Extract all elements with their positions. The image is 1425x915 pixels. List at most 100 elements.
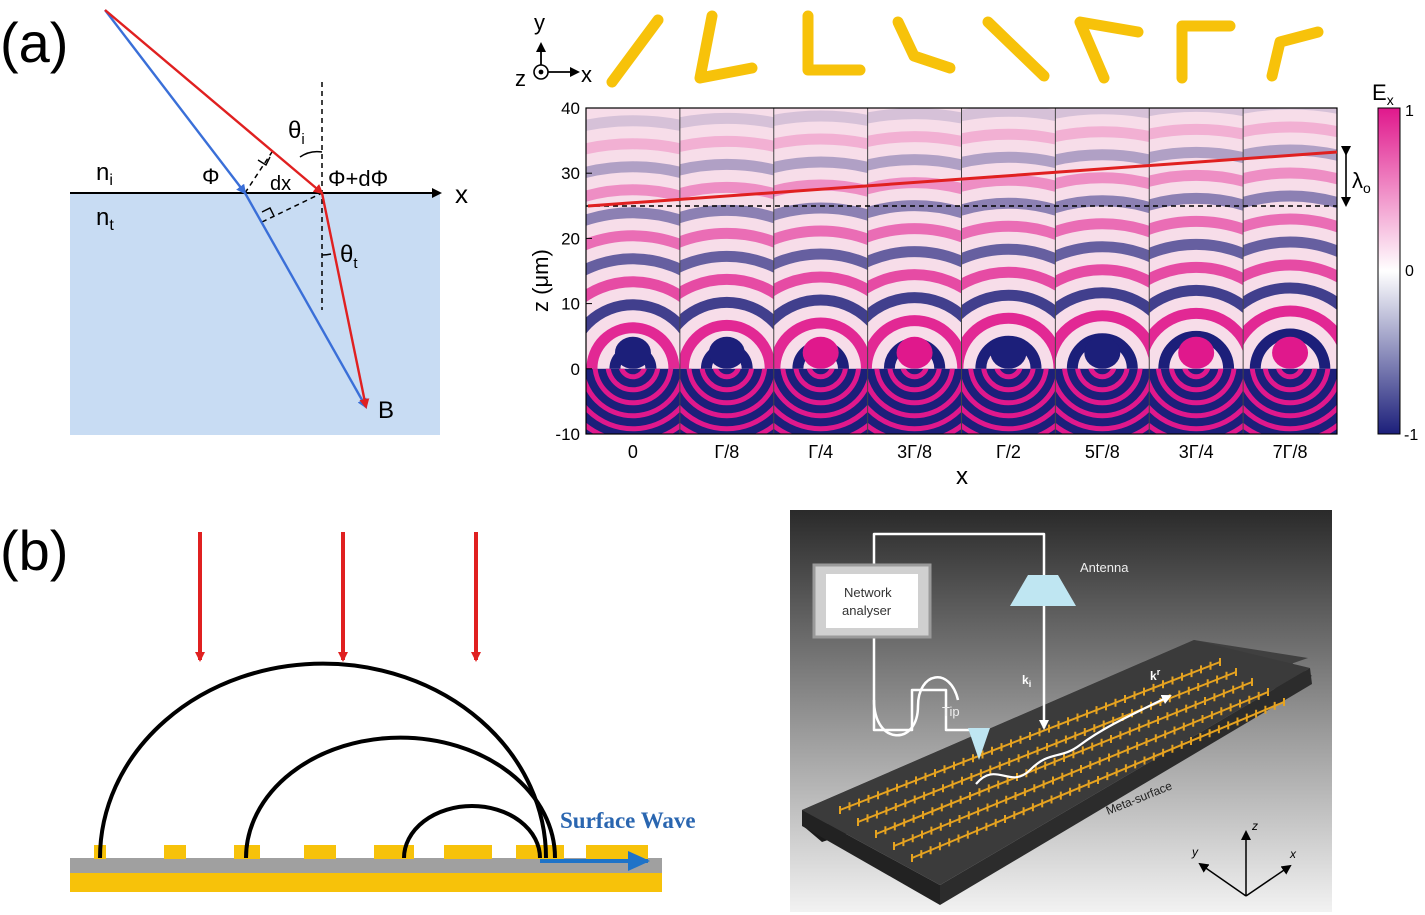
probe-tip xyxy=(968,728,990,760)
colorbar: Ex 1 0 -1 xyxy=(1372,80,1418,444)
antenna-label: Antenna xyxy=(1080,560,1129,575)
theta-i-label: θi xyxy=(288,117,305,148)
theta-t-arc xyxy=(321,253,332,256)
phi-dphi-label: Φ+dΦ xyxy=(328,166,388,191)
axes-triad: y z x xyxy=(515,10,592,91)
substrate-field-cell-2 xyxy=(679,368,774,434)
triad-x-label: x xyxy=(581,62,592,87)
substrate-field-cell-4 xyxy=(867,368,962,434)
phase-front-red-line xyxy=(587,150,1338,208)
x-tick-label: 3Γ/8 xyxy=(897,442,932,462)
substrate-field-cell-6 xyxy=(1055,368,1150,434)
substrate-field-cell-8 xyxy=(1243,368,1337,434)
network-analyser-label-1: Network xyxy=(844,585,892,600)
theta-i-arc xyxy=(299,150,323,158)
field-cell-5 xyxy=(961,108,1056,369)
arc-medium xyxy=(244,735,557,859)
x-tick-label: 5Γ/8 xyxy=(1085,442,1120,462)
h-antenna-ticks xyxy=(839,658,1285,862)
transmitted-ray-blue xyxy=(243,192,368,409)
colorbar-tick-top: 1 xyxy=(1405,103,1414,120)
horn-antenna xyxy=(1010,575,1076,606)
v-antenna-2 xyxy=(694,10,758,84)
v-antenna-row xyxy=(606,10,1324,88)
x-tick-label: 7Γ/8 xyxy=(1273,442,1308,462)
setup-y-label: y xyxy=(1191,845,1199,859)
point-b-label: B xyxy=(378,397,394,424)
substrate-field-cell-1 xyxy=(586,368,680,434)
colorbar-tick-mid: 0 xyxy=(1405,263,1414,280)
dielectric-layer xyxy=(70,858,662,873)
v-antenna-3 xyxy=(802,10,866,76)
setup-x-label: x xyxy=(1289,847,1297,861)
surface-wave-trace xyxy=(975,694,1172,785)
field-cell-1 xyxy=(586,115,680,369)
arc-large xyxy=(98,661,548,859)
y-tick-label: 0 xyxy=(571,360,580,379)
y-tick-label: 20 xyxy=(561,229,580,248)
metasurface-board-front xyxy=(802,810,940,905)
transmitted-ray-red xyxy=(320,192,370,409)
field-cell-6 xyxy=(1055,108,1150,369)
right-angle-mark-1 xyxy=(257,156,271,167)
panel-a-label: (a) xyxy=(0,11,68,74)
y-tick-label: 30 xyxy=(561,164,580,183)
phi-label: Φ xyxy=(202,164,220,189)
colorbar-tick-bottom: -1 xyxy=(1404,427,1418,444)
incident-ray-blue xyxy=(104,9,247,195)
triad-y-label: y xyxy=(534,10,545,35)
setup-y-axis xyxy=(1198,862,1247,897)
measurement-setup: Network analyser Antenna ki Tip kr Meta-… xyxy=(790,510,1332,912)
n-i-label: ni xyxy=(96,159,113,189)
triad-z-dot xyxy=(538,69,544,75)
metal-patches xyxy=(94,845,648,859)
colorbar-title: Ex xyxy=(1372,80,1394,108)
dx-label: dx xyxy=(270,173,291,195)
v-antenna-6 xyxy=(1074,16,1144,84)
x-tick-label: 3Γ/4 xyxy=(1179,442,1214,462)
network-analyser-label-2: analyser xyxy=(842,603,892,618)
y-tick-label: 10 xyxy=(561,295,580,314)
metasurface-top-face xyxy=(802,640,1310,885)
v-antenna-7 xyxy=(1176,20,1236,84)
x-axis-label-plot: x xyxy=(956,463,968,490)
v-antenna-1 xyxy=(606,14,664,88)
right-angle-mark-2 xyxy=(261,207,275,217)
v-antenna-8 xyxy=(1266,26,1324,82)
y-tick-label: 40 xyxy=(561,99,580,118)
lambda-label: λo xyxy=(1352,168,1371,196)
v-antenna-4 xyxy=(892,16,956,74)
network-analyser-inner xyxy=(826,574,918,628)
x-axis-label: x xyxy=(455,179,468,209)
cable-loop xyxy=(872,676,960,737)
substrate-field-cell-5 xyxy=(961,368,1056,434)
z-axis-label: z (μm) xyxy=(528,249,553,312)
setup-axes: z y x xyxy=(1191,819,1297,897)
arc-small xyxy=(402,804,542,859)
substrate-region xyxy=(70,193,440,435)
n-t-label: nt xyxy=(96,204,114,234)
x-tick-label: 0 xyxy=(628,442,638,462)
plot-frame xyxy=(585,107,1338,435)
substrate-field-cell-3 xyxy=(773,368,868,434)
y-tick-labels: 40 30 20 10 0 -10 xyxy=(555,99,592,444)
x-tick-label: Γ/4 xyxy=(808,442,833,462)
field-cell-3 xyxy=(773,110,868,369)
x-tick-label: Γ/2 xyxy=(996,442,1021,462)
cable-path xyxy=(872,532,1046,732)
colorbar-gradient xyxy=(1377,107,1401,435)
refraction-diagram: ni nt Φ dx Φ+dΦ x θi θt B xyxy=(70,9,468,435)
y-tick-label: -10 xyxy=(555,425,580,444)
wavefront-transmitted xyxy=(261,192,323,223)
surface-wave-label: Surface Wave xyxy=(560,808,696,833)
v-antenna-5 xyxy=(982,16,1050,82)
triad-z-label: z xyxy=(515,66,526,91)
theta-t-label: θt xyxy=(340,241,358,272)
surface-wave-diagram: Surface Wave xyxy=(70,532,696,892)
substrate-field-cell-7 xyxy=(1149,368,1244,434)
k-r-label: kr xyxy=(1150,667,1161,683)
incident-ray-red xyxy=(104,9,324,195)
setup-z-label: z xyxy=(1251,819,1258,833)
